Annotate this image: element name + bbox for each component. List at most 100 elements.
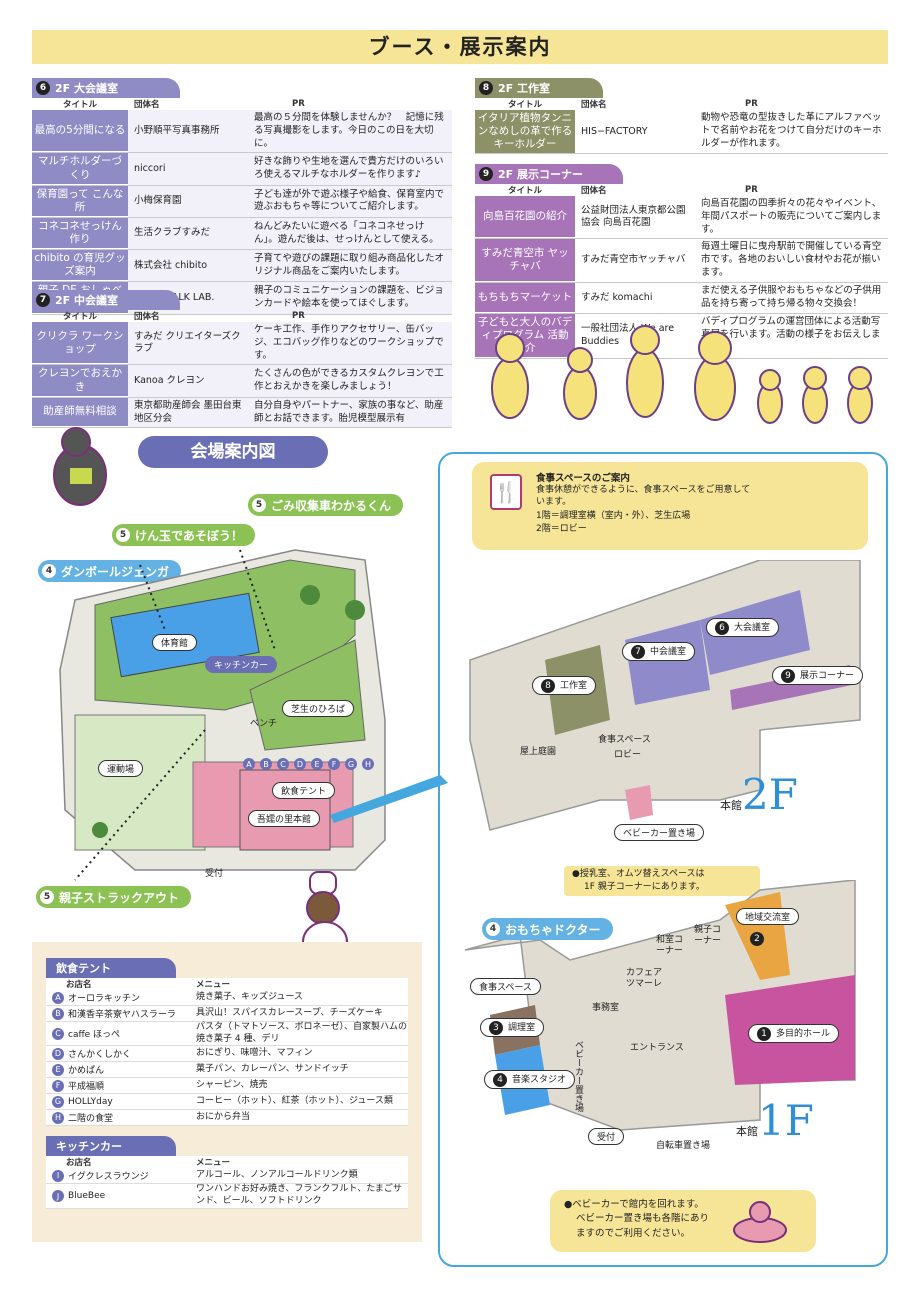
map-label-gym: 体育館 bbox=[152, 634, 198, 651]
table-row: すみだ青空市 ヤッチャバすみだ青空市ヤッチャバ毎週土曜日に曳舟駅前で開催している… bbox=[475, 239, 888, 283]
shop-menu: おにから弁当 bbox=[196, 1112, 251, 1123]
booth-title: もちもちマーケット bbox=[475, 282, 575, 313]
map-label-kitchen-car: キッチンカー bbox=[205, 656, 278, 673]
column-headers: タイトル 団体名 PR bbox=[507, 185, 758, 196]
booth-title: 向島百花園の紹介 bbox=[475, 196, 575, 239]
column-headers: タイトル 団体名 PR bbox=[507, 99, 758, 110]
num-badge-2: 2 bbox=[750, 932, 769, 946]
area-label-entrance: エントランス bbox=[630, 1043, 684, 1053]
table-row: 子どもと大人のバディプログラム 活動紹介一般社団法人 We are Buddie… bbox=[475, 313, 888, 359]
pr-text: 子育てや遊びの課題に取り組み商品化したオリジナル商品をご案内いたします。 bbox=[254, 253, 445, 277]
shop-menu: パスタ（トマトソース、ボロネーゼ）、自家製ハムの焼き菓子 4 種、デリ bbox=[196, 1022, 408, 1044]
nursing-room-note: ●授乳室、オムツ替えスペースは 1F 親子コーナーにあります。 bbox=[564, 866, 760, 896]
shop-menu: ワンハンドお好み焼き、フランクフルト、たまごサンド、ビール、ソフトドリンク bbox=[196, 1184, 402, 1207]
booth-title: コネコネせっけん作り bbox=[32, 217, 128, 250]
organization: すみだ komachi bbox=[581, 291, 653, 303]
table-row: 最高の5分間になる小野順平写真事務所最高の５分間を体験しませんか？ 記憶に残る写… bbox=[32, 110, 452, 154]
organization: 公益財団法人東京都公園協会 向島百花園 bbox=[581, 204, 686, 229]
venue-map-title: 会場案内図 bbox=[138, 436, 328, 468]
column-headers: タイトル 団体名 PR bbox=[62, 99, 305, 110]
shop-menu: シャーピン、焼売 bbox=[196, 1080, 268, 1091]
booth-title: クレヨンでおえかき bbox=[32, 365, 128, 397]
shop-letter-badge: G bbox=[52, 1095, 64, 1108]
pr-text: 自分自身やパートナー、家族の事など、助産師とお話できます。胎児模型展示有 bbox=[254, 399, 444, 424]
tent-letter-badge: C bbox=[277, 758, 289, 770]
shop-letter-badge: A bbox=[52, 991, 64, 1004]
table-row: 向島百花園の紹介公益財団法人東京都公園協会 向島百花園向島百花園の四季折々の花々… bbox=[475, 196, 888, 240]
pr-text: まだ使える子供服やおもちゃなどの子供用品を持ち寄って持ち帰る物々交換会！ bbox=[701, 284, 882, 309]
shop-name: caffe ほっぺ bbox=[68, 1030, 121, 1041]
booth-title: マルチホルダーづくり bbox=[32, 153, 128, 185]
area-label-food-space-1f: 食事スペース bbox=[470, 978, 541, 995]
shop-letter-badge: E bbox=[52, 1063, 64, 1076]
shop-name: 二階の食堂 bbox=[68, 1114, 114, 1125]
shop-name: 平成福順 bbox=[68, 1082, 105, 1093]
pr-text: 子ども達が外で遊ぶ様子や給食、保育室内で遊ぶおもちゃ等についてご紹介します。 bbox=[254, 188, 445, 213]
organization: niccori bbox=[134, 162, 166, 174]
table-row: もちもちマーケットすみだ komachi まだ使える子供服やおもちゃなどの子供用品… bbox=[475, 282, 888, 314]
table-row: 保育園って こんな所小梅保育園子ども達が外で遊ぶ様子や給食、保育室内で遊ぶおもち… bbox=[32, 185, 452, 218]
connector-arrow bbox=[330, 775, 448, 823]
map-label-lawn: 芝生のひろば bbox=[282, 700, 355, 717]
pr-text: たくさんの色ができるカスタムクレヨンで工作とおえかきを楽しみましょう！ bbox=[254, 368, 444, 393]
area-label-lobby: ロビー bbox=[614, 750, 642, 760]
booth-title: クリクラ ワークショップ bbox=[32, 322, 128, 365]
food-space-info: 🍴 食事スペースのご案内 食事休憩ができるように、食事スペースをご用意しています… bbox=[472, 462, 868, 550]
venue-site-map bbox=[59, 549, 386, 881]
area-label-roof-garden: 屋上庭園 bbox=[520, 747, 557, 757]
tent-letter-badge: D bbox=[294, 758, 306, 770]
organization: Kanoa クレヨン bbox=[134, 374, 205, 386]
shop-name: BlueBee bbox=[68, 1191, 106, 1202]
area-label-stroller-1f: ベビーカー置き場 bbox=[573, 1040, 583, 1112]
table-row: クレヨンでおえかき Kanoa クレヨン たくさんの色ができるカスタムクレヨンで工作… bbox=[32, 365, 452, 398]
tent-letter-badge: B bbox=[260, 758, 272, 770]
shop-menu: おにぎり、味噌汁、マフィン bbox=[196, 1048, 313, 1059]
organization: 小梅保育園 bbox=[134, 195, 182, 207]
area-label-washitsu: 和室コーナー bbox=[656, 935, 684, 956]
organization: 東京都助産師会 墨田台東地区分会 bbox=[134, 400, 242, 424]
page-title: ブース・展示案内 bbox=[32, 30, 888, 64]
booth-title: 助産師無料相談 bbox=[32, 397, 128, 428]
shop-letter-badge: C bbox=[52, 1027, 64, 1040]
booth-title: イタリア植物タンニンなめしの革で作るキーホルダー bbox=[475, 110, 575, 154]
shop-menu: 具沢山！スパイスカレースープ、チーズケーキ bbox=[196, 1007, 384, 1018]
organization: 株式会社 chibito bbox=[134, 259, 208, 271]
floor-label-1f: 本館1F bbox=[736, 1096, 814, 1145]
organization: 小野順平写真事務所 bbox=[134, 125, 220, 137]
pr-text: ねんどみたいに遊べる「コネコネせっけん」。遊んだ後は、せっけんとして使える。 bbox=[254, 220, 439, 245]
map-label-main-hall: 吾嬬の里本館 bbox=[248, 810, 321, 827]
area-label-office: 事務室 bbox=[592, 1003, 620, 1013]
organization: 生活クラブすみだ bbox=[134, 227, 211, 239]
fork-knife-icon: 🍴 bbox=[490, 474, 522, 510]
tent-letter-badge: A bbox=[243, 758, 255, 770]
booth-title: 最高の5分間になる bbox=[32, 110, 128, 153]
animal-parade-illustration bbox=[491, 325, 873, 424]
map-label-ground: 運動場 bbox=[98, 760, 144, 777]
shop-name: イグクレスラウンジ bbox=[68, 1172, 149, 1183]
